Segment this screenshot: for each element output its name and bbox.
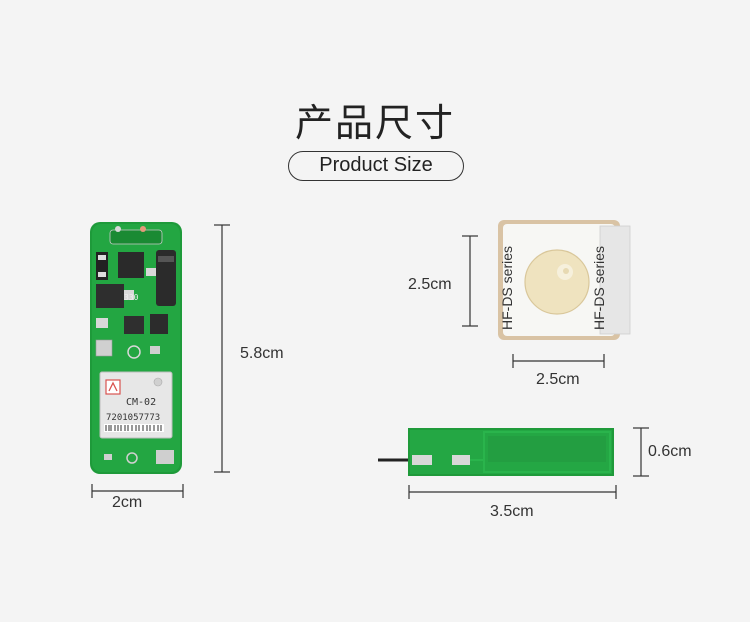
patch-sticker-text-right: HF-DS series	[591, 246, 607, 330]
module-height-dimension	[214, 224, 230, 473]
patch-width-label: 2.5cm	[536, 371, 580, 388]
pcb-antenna-height-label: 0.6cm	[648, 443, 692, 460]
patch-antenna	[498, 220, 631, 340]
chip-label: CM-02	[126, 397, 156, 408]
gps-module-board	[90, 222, 182, 474]
module-height-label: 5.8cm	[240, 345, 284, 362]
module-width-dimension	[91, 484, 184, 498]
page-title: 产品尺寸	[294, 101, 455, 145]
patch-height-dimension	[462, 235, 478, 327]
inductor-marking: 330	[124, 293, 139, 302]
patch-width-dimension	[512, 354, 605, 368]
patch-sticker-text-left: HF-DS series	[499, 246, 515, 330]
pcb-antenna-height-dimension	[633, 427, 649, 477]
chip-serial: 7201057773	[106, 413, 160, 423]
pcb-antenna-width-dimension	[408, 485, 617, 499]
pcb-antenna	[378, 428, 614, 476]
product-size-pill: Product Size	[288, 151, 464, 181]
patch-height-label: 2.5cm	[408, 276, 452, 293]
module-width-label: 2cm	[112, 494, 143, 511]
pcb-antenna-width-label: 3.5cm	[490, 503, 534, 520]
